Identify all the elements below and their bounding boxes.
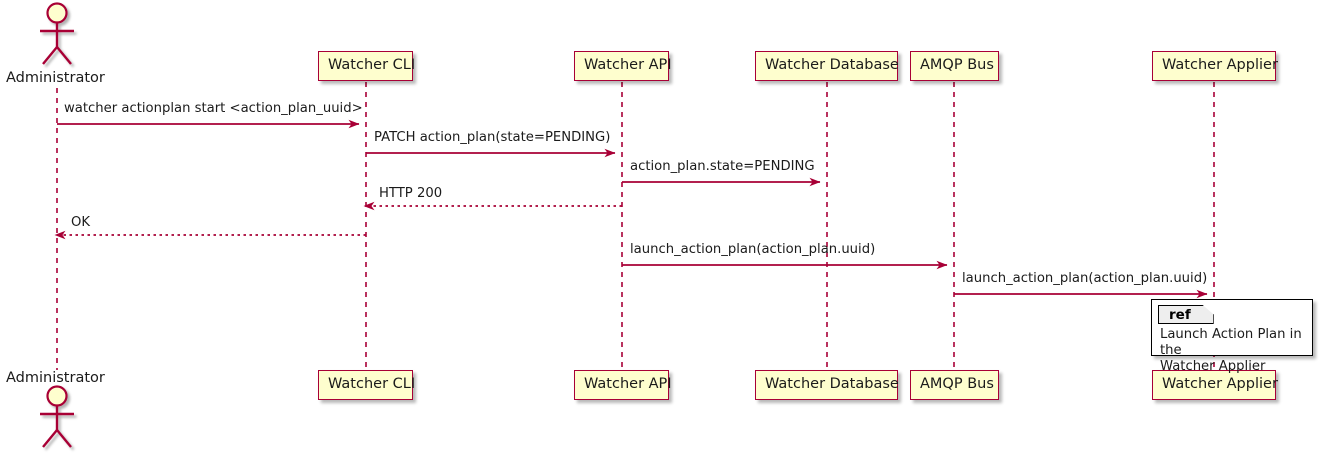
participant-watcher-database-top[interactable]: Watcher Database: [755, 51, 899, 81]
actor-label-administrator-bottom: Administrator: [6, 370, 105, 386]
participant-watcher-api-top[interactable]: Watcher API: [574, 51, 672, 81]
message-label-launch-action-plan-to-bus: launch_action_plan(action_plan.uuid): [630, 242, 876, 257]
participant-amqp-bus-top[interactable]: AMQP Bus: [910, 51, 999, 81]
actor-administrator-bottom-icon: [40, 385, 74, 448]
message-label-action-plan-state-pending: action_plan.state=PENDING: [630, 159, 815, 174]
participant-watcher-database-bottom[interactable]: Watcher Database: [755, 370, 899, 400]
participant-watcher-applier-bottom[interactable]: Watcher Applier: [1152, 370, 1278, 400]
ref-fragment: ref Launch Action Plan in the Watcher Ap…: [1151, 299, 1313, 374]
participant-watcher-applier-top[interactable]: Watcher Applier: [1152, 51, 1278, 81]
message-label-watcher-actionplan-start: watcher actionplan start <action_plan_uu…: [64, 101, 363, 116]
actor-label-administrator-top: Administrator: [6, 70, 105, 86]
message-label-patch-action-plan: PATCH action_plan(state=PENDING): [374, 130, 611, 145]
participant-watcher-cli-bottom[interactable]: Watcher CLI: [318, 370, 415, 400]
message-label-launch-action-plan-to-applier: launch_action_plan(action_plan.uuid): [962, 271, 1208, 286]
actor-administrator-top-icon: [40, 2, 74, 65]
participant-amqp-bus-bottom[interactable]: AMQP Bus: [910, 370, 999, 400]
participant-watcher-cli-top[interactable]: Watcher CLI: [318, 51, 415, 81]
participant-watcher-api-bottom[interactable]: Watcher API: [574, 370, 672, 400]
message-label-http-200: HTTP 200: [379, 186, 443, 201]
message-arrows: [54, 119, 1208, 299]
ref-fragment-text: Launch Action Plan in the Watcher Applie…: [1160, 327, 1302, 374]
message-label-ok: OK: [71, 215, 91, 230]
ref-fragment-tag: ref: [1158, 305, 1214, 324]
lifelines: [56, 82, 1215, 370]
